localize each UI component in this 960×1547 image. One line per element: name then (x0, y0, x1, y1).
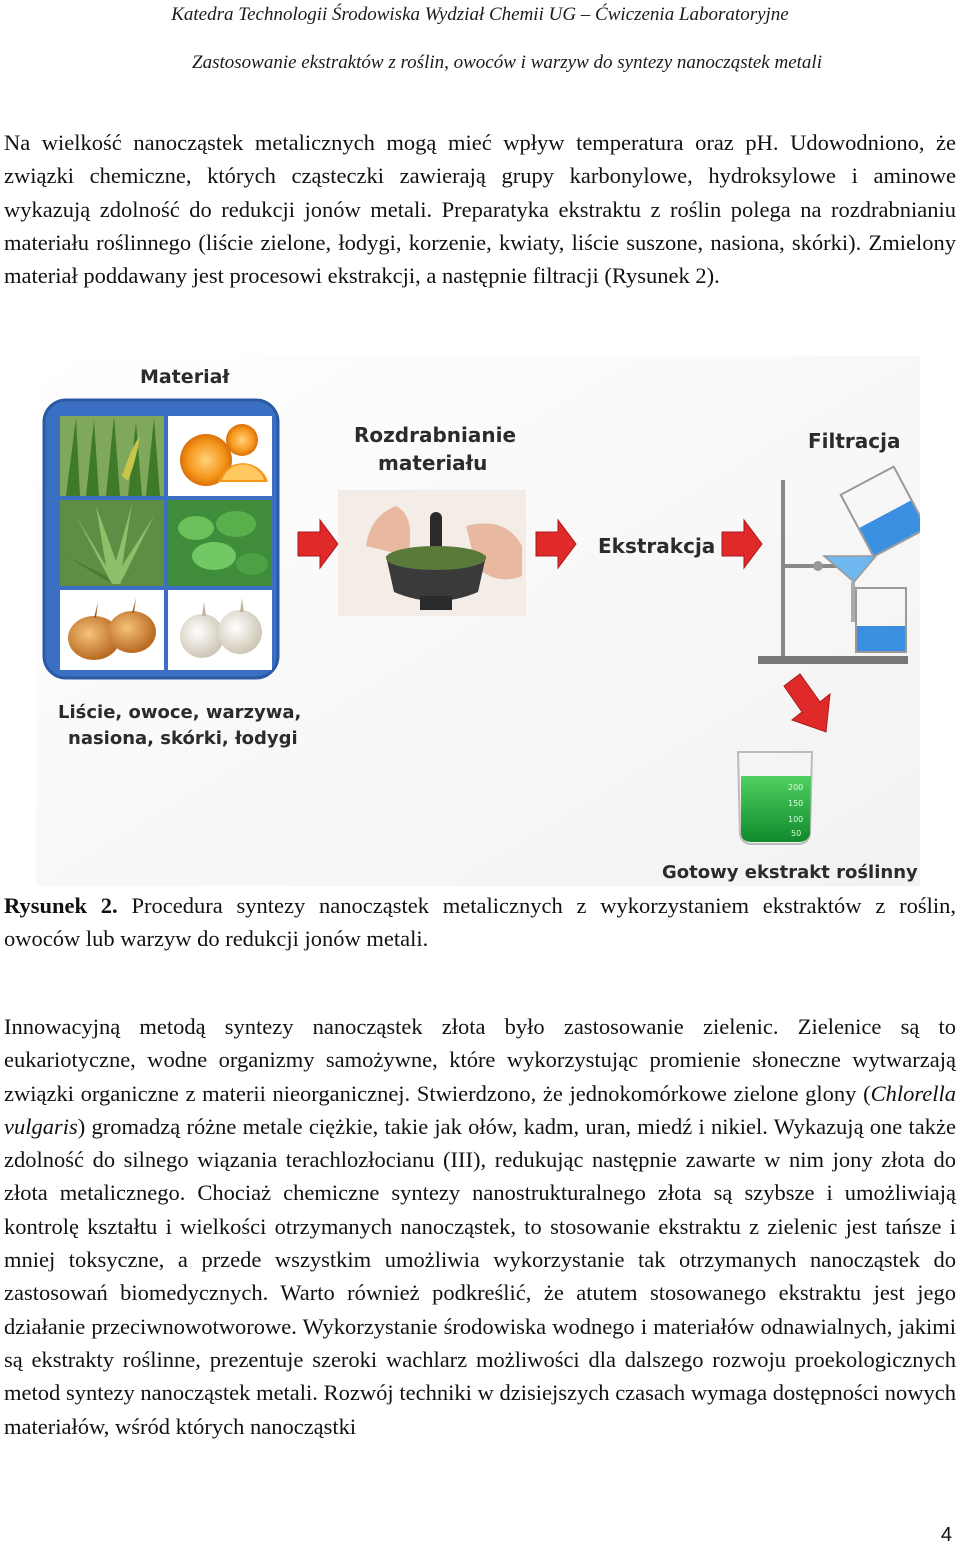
mortar-photo (338, 490, 526, 616)
species-name: Chlorella vulgaris (4, 1080, 956, 1139)
garlic-photo (168, 590, 272, 670)
grinding-label-line2: materiału (378, 451, 487, 475)
caption-text: Procedura syntezy nanocząstek metaliczny… (4, 893, 956, 952)
page-header-line2: Zastosowanie ekstraktów z roślin, owoców… (192, 52, 822, 73)
grass-photo (60, 416, 164, 496)
paragraph-main-part2: ) gromadzą różne metale ciężkie, takie j… (4, 1113, 956, 1439)
caption-label: Rysunek 2. (4, 893, 118, 918)
material-title: Materiał (140, 366, 230, 388)
beaker-mark-50: 50 (791, 829, 801, 838)
page-number: 4 (940, 1524, 952, 1546)
extract-beaker: 200 150 100 50 (736, 751, 814, 845)
beaker-mark-200: 200 (788, 783, 803, 792)
aloe-photo (60, 500, 164, 586)
orange-photo (168, 416, 272, 496)
material-caption-line2: nasiona, skórki, łodygi (68, 728, 298, 749)
paragraph-main: Innowacyjną metodą syntezy nanocząstek z… (4, 1010, 956, 1443)
beaker-mark-100: 100 (788, 815, 803, 824)
page-header-line1: Katedra Technologii Środowiska Wydział C… (171, 4, 789, 25)
arrow-right-icon (721, 518, 763, 570)
final-product-label: Gotowy ekstrakt roślinny (662, 862, 918, 883)
beaker-mark-150: 150 (788, 799, 803, 808)
paragraph-main-part1: Innowacyjną metodą syntezy nanocząstek z… (4, 1014, 956, 1106)
arrow-right-icon (535, 518, 577, 570)
paragraph-intro: Na wielkość nanocząstek metalicznych mog… (4, 130, 956, 289)
arrow-down-icon (783, 673, 831, 733)
arrow-right-icon (297, 518, 339, 570)
filtration-apparatus (758, 465, 920, 664)
onion-photo (60, 590, 164, 670)
figure-caption: Rysunek 2. Procedura syntezy nanocząstek… (4, 889, 956, 956)
mint-photo (168, 500, 272, 586)
figure-procedure-diagram: Materiał (36, 356, 920, 886)
extraction-label: Ekstrakcja (598, 534, 715, 558)
grinding-label-line1: Rozdrabnianie (354, 423, 516, 447)
material-caption-line1: Liście, owoce, warzywa, (58, 702, 301, 723)
material-panel (42, 398, 280, 680)
filtration-label: Filtracja (808, 429, 901, 453)
